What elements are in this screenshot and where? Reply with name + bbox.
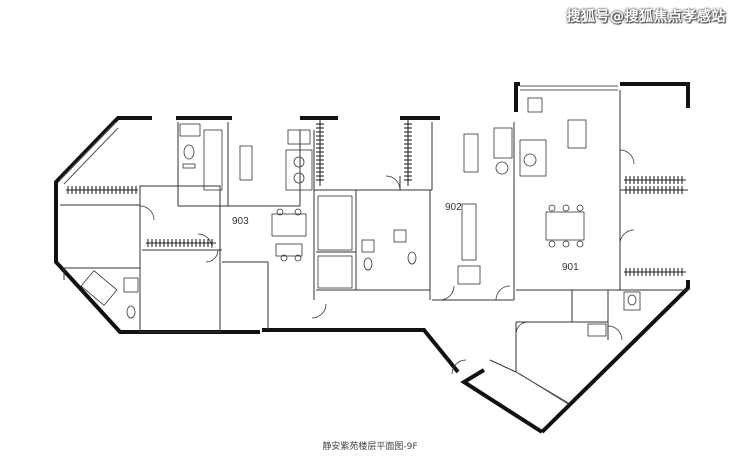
wardrobe-hatching (67, 123, 683, 276)
wardrobe-shelves (66, 120, 686, 273)
bathroom-fixtures (80, 123, 641, 337)
doors (139, 149, 635, 375)
windows (59, 85, 618, 405)
unit-label-902: 902 (445, 202, 462, 213)
plan-caption: 静安紫苑楼层平面图-9F (322, 442, 418, 452)
dining-tables (271, 204, 585, 262)
unit-label-903: 903 (232, 216, 249, 227)
exterior-walls (54, 82, 690, 434)
unit-label-901: 901 (562, 262, 579, 273)
kitchen-counters (239, 97, 587, 289)
interior-walls (60, 90, 688, 405)
unit-labels: 903 902 901 (232, 202, 579, 273)
watermark-text: 搜狐号@搜狐焦点孝感站 (566, 9, 726, 25)
